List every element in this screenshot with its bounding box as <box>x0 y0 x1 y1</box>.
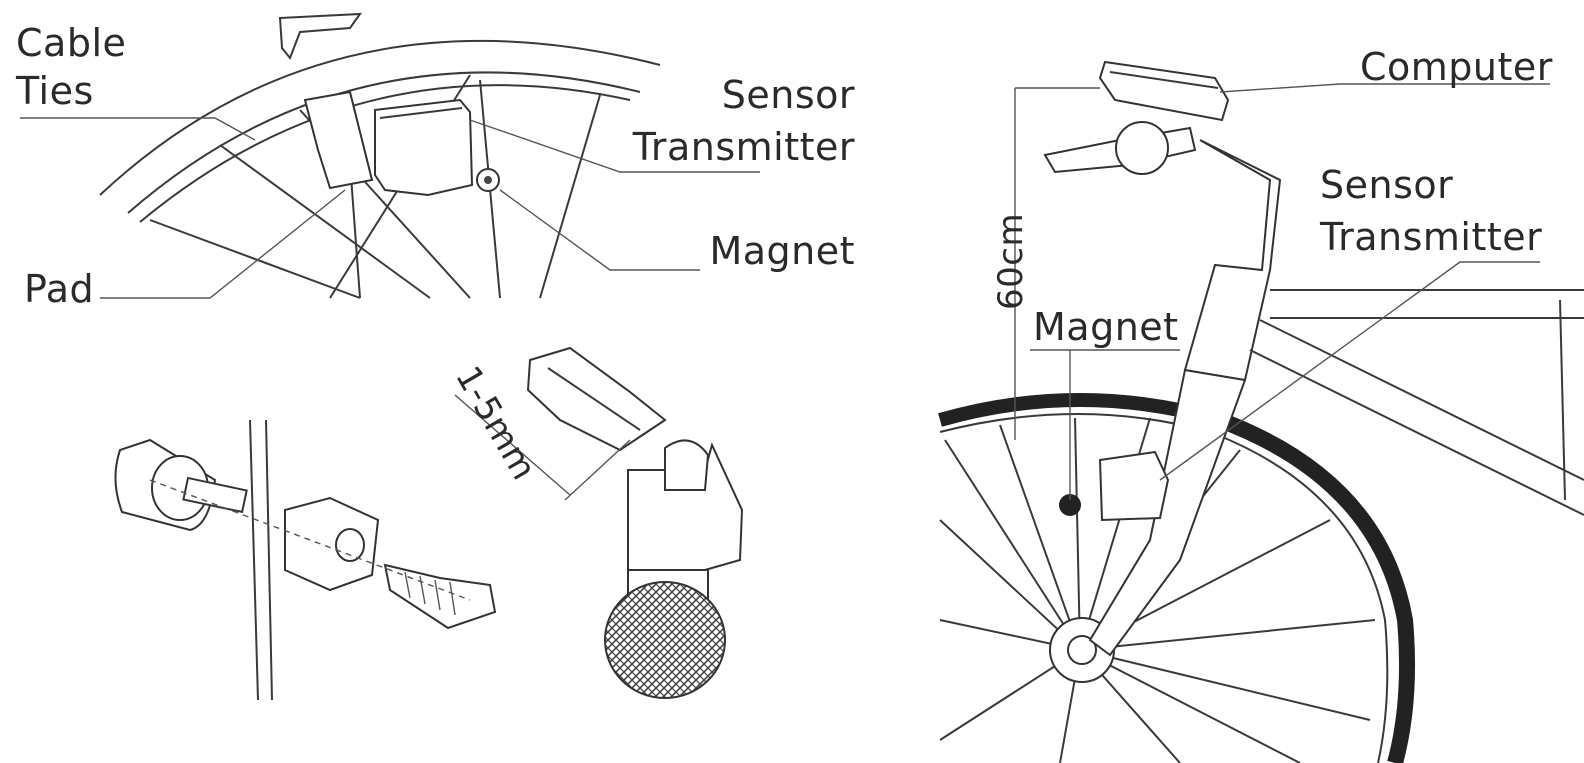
label-cable-ties-line2: Ties <box>15 69 94 113</box>
gap-measure-detail: 1-5mm <box>447 346 744 699</box>
label-magnet-top: Magnet <box>709 229 855 273</box>
label-computer: Computer <box>1360 45 1553 89</box>
pad-leader <box>100 189 346 299</box>
label-distance-measure: 60cm <box>991 213 1031 310</box>
spoke-magnet <box>1059 494 1081 516</box>
bike-front-view: 60cm Computer Sensor Transmitter Magnet <box>938 45 1584 763</box>
computer-leader <box>1219 83 1550 93</box>
label-sensor-right-line2: Transmitter <box>1319 215 1542 259</box>
spoke-vertical <box>249 419 259 701</box>
wheel-sensor-detail: Cable Ties Pad Sensor Transmitter Magnet <box>15 12 855 311</box>
sensor-right-leader <box>1159 261 1540 481</box>
nut <box>284 496 380 592</box>
rim-outer-arc <box>99 39 661 196</box>
rim-inner-arc-2 <box>139 84 631 223</box>
magnet-screw <box>182 476 248 514</box>
label-pad: Pad <box>24 267 94 311</box>
label-sensor-right-line1: Sensor <box>1320 163 1453 207</box>
magnet-top-leader <box>499 189 700 271</box>
gap-magnet <box>526 346 667 452</box>
label-magnet-right: Magnet <box>1033 305 1179 349</box>
sensor-transmitter <box>374 98 474 197</box>
tire-right <box>1217 412 1416 763</box>
rim-inner-arc <box>127 71 641 214</box>
gap-dimension-line <box>454 394 571 496</box>
label-sensor-top-line1: Sensor <box>722 73 855 117</box>
computer <box>1098 60 1230 122</box>
cable-ties-leader <box>20 117 256 141</box>
down-tube <box>1259 319 1584 481</box>
gap-pad <box>604 581 726 699</box>
label-sensor-top-line2: Transmitter <box>632 125 855 169</box>
magnet-mounting-detail <box>114 419 497 701</box>
cable-tie-top <box>278 12 363 60</box>
bar-clamp <box>1115 121 1169 175</box>
pad <box>303 90 374 190</box>
head-tube <box>1183 139 1282 382</box>
bolt <box>383 563 497 630</box>
sensor-top-leader <box>469 119 760 173</box>
fork-sensor-transmitter <box>1098 450 1170 522</box>
label-cable-ties-line1: Cable <box>16 21 126 65</box>
